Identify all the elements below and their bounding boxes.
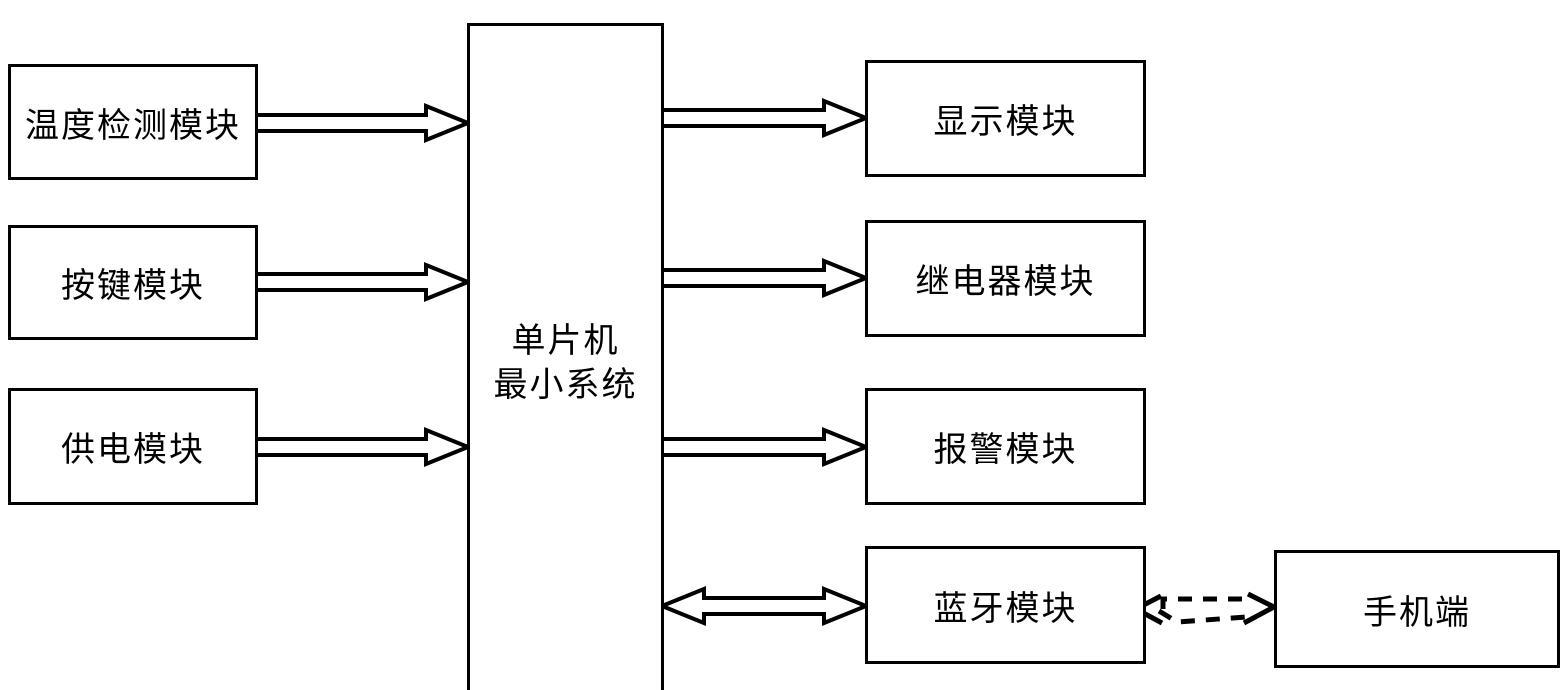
node-power-label: 供电模块 <box>61 432 205 469</box>
node-bluetooth-label: 蓝牙模块 <box>933 590 1078 628</box>
node-power-module: 供电模块 <box>8 388 258 505</box>
node-mcu-label-line2: 最小系统 <box>493 367 638 404</box>
dashed-arrow-bluetooth-phone <box>1130 591 1280 626</box>
arrow-mcu-to-display <box>660 98 872 138</box>
arrow-keys-to-mcu <box>254 262 474 302</box>
arrow-mcu-bluetooth-bidirectional <box>656 586 872 626</box>
node-mcu-minimal-system: 单片机 最小系统 <box>467 23 664 690</box>
arrow-power-to-mcu <box>254 427 474 467</box>
node-phone-label: 手机端 <box>1363 594 1471 632</box>
node-phone-terminal: 手机端 <box>1274 550 1560 668</box>
node-alarm-label: 报警模块 <box>933 432 1078 469</box>
node-display-module: 显示模块 <box>865 60 1146 177</box>
arrow-temperature-to-mcu <box>254 103 474 143</box>
dashed-arrow-top-line <box>1160 596 1245 609</box>
node-temperature-label: 温度检测模块 <box>25 107 241 145</box>
dashed-arrow-right-head <box>1242 591 1280 626</box>
node-display-label: 显示模块 <box>933 104 1078 141</box>
node-relay-module: 继电器模块 <box>865 220 1146 337</box>
dashed-arrow-bottom-line <box>1157 608 1248 625</box>
node-temperature-module: 温度检测模块 <box>8 64 258 180</box>
node-mcu-label-line1: 单片机 <box>511 323 620 360</box>
node-key-label: 按键模块 <box>61 268 205 305</box>
node-alarm-module: 报警模块 <box>865 388 1146 505</box>
node-bluetooth-module: 蓝牙模块 <box>865 546 1146 664</box>
arrow-mcu-to-relay <box>660 258 872 298</box>
arrow-mcu-to-alarm <box>660 427 872 467</box>
node-relay-label: 继电器模块 <box>915 264 1096 301</box>
node-key-module: 按键模块 <box>8 225 258 340</box>
